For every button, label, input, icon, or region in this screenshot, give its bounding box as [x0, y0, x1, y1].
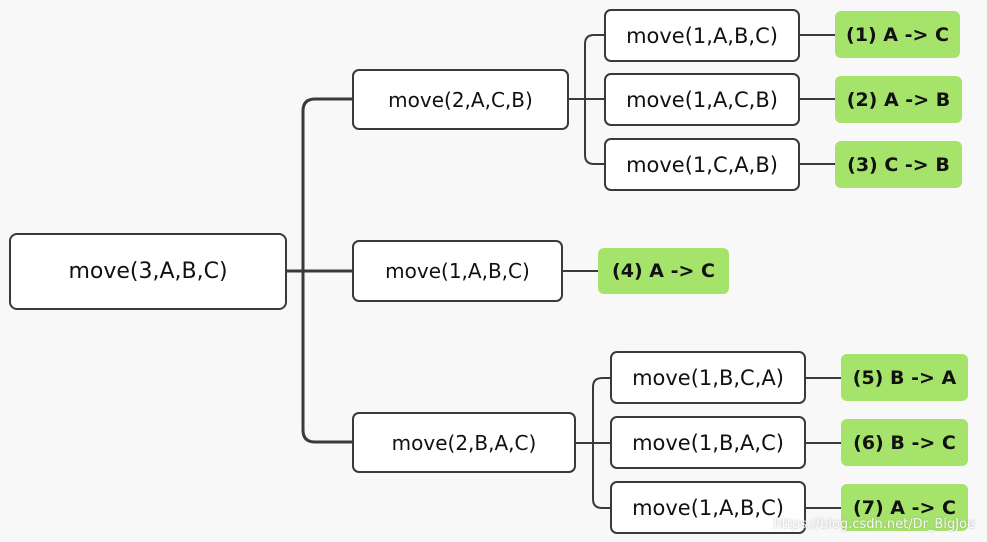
watermark-url: https://blog.csdn.net/Dr_BigJoe — [773, 517, 975, 532]
leaf-node-5: move(1,B,C,A) — [610, 351, 806, 404]
leaf-node-3: move(1,C,A,B) — [604, 138, 800, 191]
connector-root-bracket — [301, 97, 354, 444]
branch-node-1: move(2,A,C,B) — [352, 69, 569, 130]
result-step-3: (3) C -> B — [835, 141, 962, 188]
leaf-node-1: move(1,A,B,C) — [604, 9, 800, 62]
leaf-node-7: move(1,A,B,C) — [610, 481, 806, 534]
result-step-7: (7) A -> C — [841, 484, 968, 531]
branch-node-3: move(2,B,A,C) — [352, 412, 576, 473]
result-step-5: (5) B -> A — [841, 354, 968, 401]
connector-b3-bracket — [592, 377, 611, 509]
result-step-6: (6) B -> C — [841, 419, 968, 466]
result-step-1: (1) A -> C — [835, 11, 960, 58]
connector-b1-bracket — [584, 34, 605, 165]
result-step-2: (2) A -> B — [835, 76, 962, 123]
root-node: move(3,A,B,C) — [9, 233, 287, 310]
result-step-4: (4) A -> C — [598, 248, 729, 294]
branch-node-2: move(1,A,B,C) — [352, 240, 563, 302]
leaf-node-2: move(1,A,C,B) — [604, 73, 800, 126]
leaf-node-6: move(1,B,A,C) — [610, 416, 806, 469]
